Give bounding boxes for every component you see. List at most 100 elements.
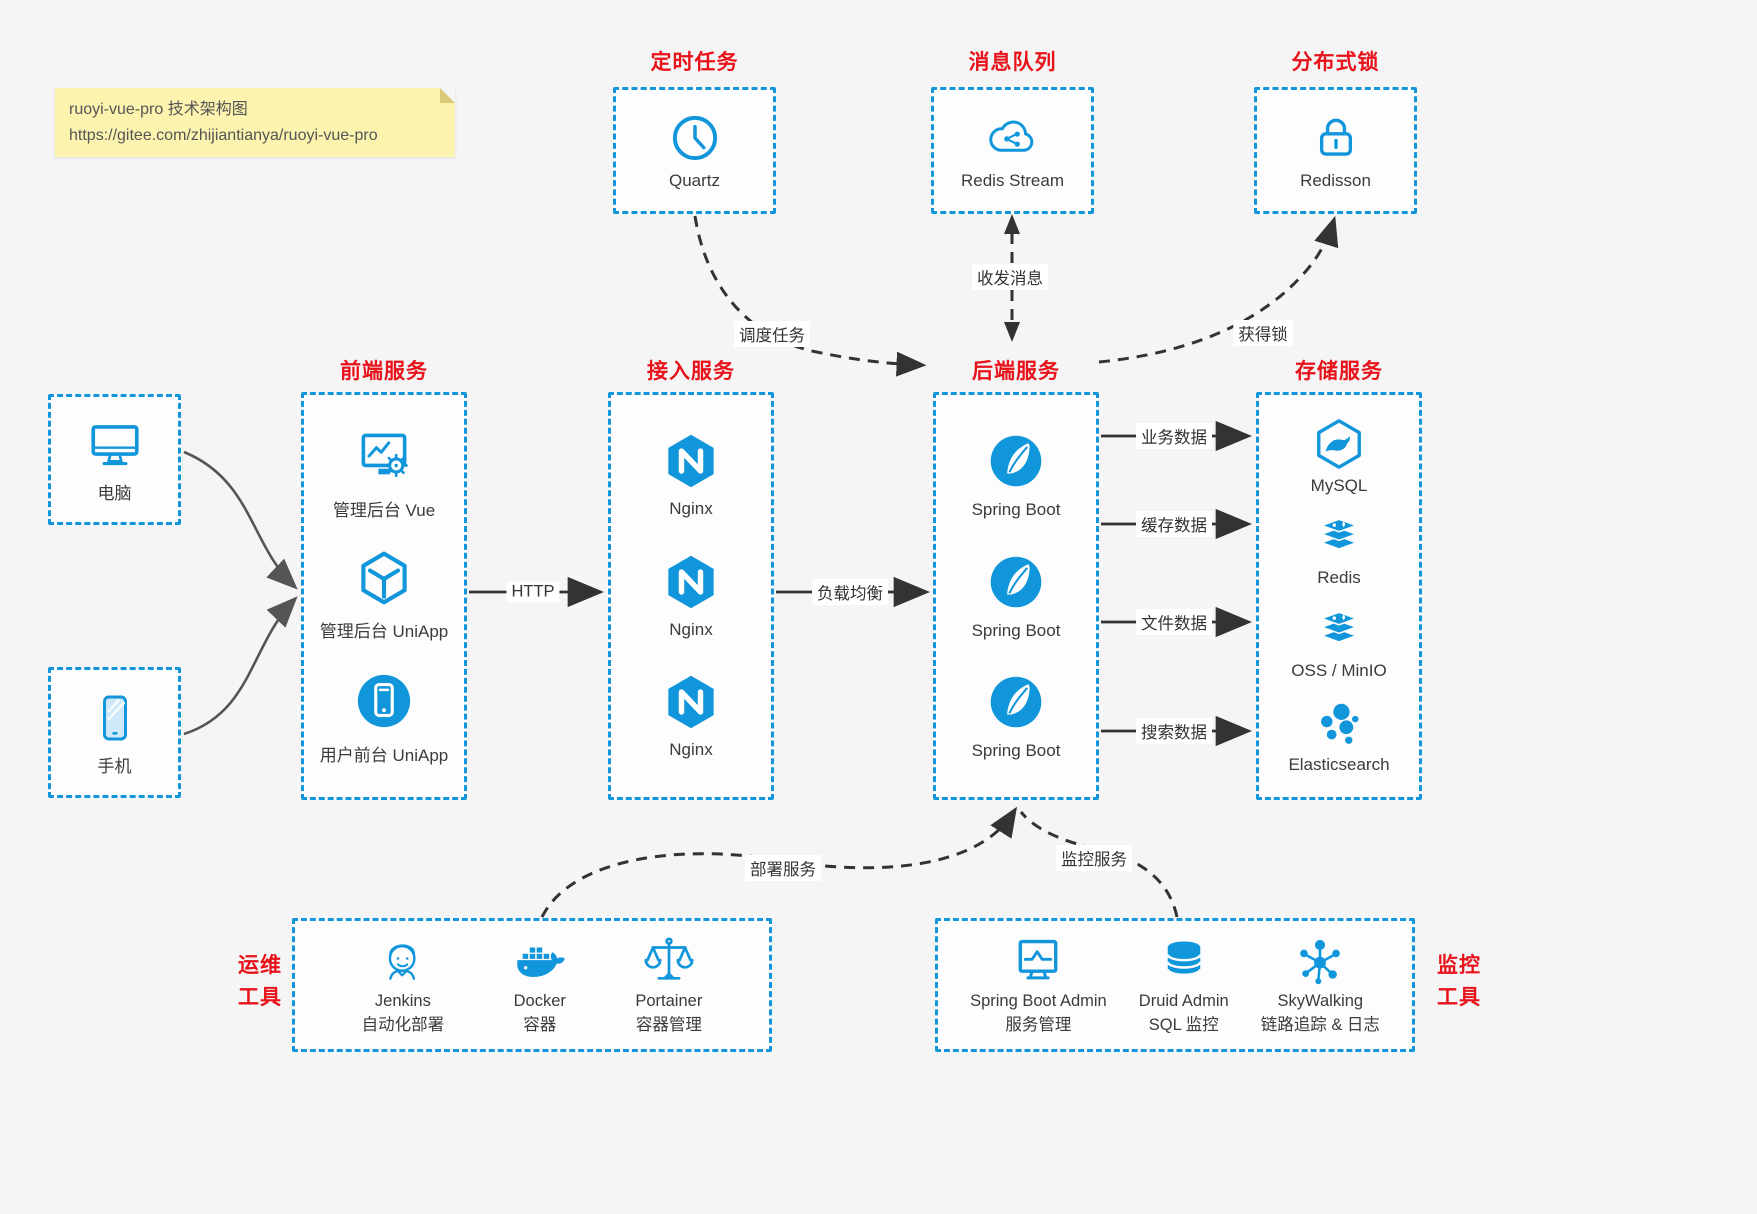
note-fold-corner — [440, 88, 455, 103]
box-pc-client: 电脑 — [48, 394, 181, 525]
edge-label-lock: 获得锁 — [1233, 320, 1293, 346]
tool-desc: 链路追踪 & 日志 — [1260, 1016, 1380, 1034]
node-label: Nginx — [669, 739, 713, 759]
edge-label-http: HTTP — [506, 581, 560, 603]
node-nginx-2: Nginx — [662, 553, 720, 640]
edge-label-load-balance: 负载均衡 — [812, 579, 888, 605]
node-druid-admin: Druid Admin SQL 监控 — [1139, 934, 1229, 1037]
label-monitoring-tools: 监控 工具 — [1437, 954, 1481, 1009]
spring-boot-icon — [990, 676, 1042, 728]
node-admin-vue: 管理后台 Vue — [333, 427, 435, 521]
note-title: ruoyi-vue-pro 技术架构图 — [69, 101, 248, 118]
cube-icon — [361, 551, 407, 605]
edge-label-schedule: 调度任务 — [734, 321, 810, 347]
title-access-services: 接入服务 — [647, 360, 735, 383]
node-pc: 电脑 — [84, 416, 146, 504]
tool-desc: SQL 监控 — [1148, 1016, 1219, 1034]
node-skywalking: SkyWalking 链路追踪 & 日志 — [1261, 934, 1380, 1037]
node-label: Elasticsearch — [1288, 755, 1390, 775]
title-scheduled-tasks: 定时任务 — [650, 51, 739, 74]
smartphone-icon — [102, 695, 127, 740]
node-label: Spring Boot — [971, 499, 1061, 519]
node-label: 电脑 — [97, 483, 132, 503]
node-label: Redis Stream — [961, 171, 1064, 190]
tool-desc: 服务管理 — [1005, 1016, 1072, 1034]
node-label: Nginx — [669, 619, 713, 639]
redis-stack-icon — [1319, 518, 1359, 550]
edge-label-file-data: 文件数据 — [1136, 609, 1212, 635]
jenkins-icon — [388, 943, 416, 980]
box-ops-tools: Jenkins 自动化部署 Docker 容 — [292, 918, 772, 1052]
tool-name: Portainer — [635, 991, 703, 1010]
node-redisson: Redisson — [1300, 110, 1371, 191]
node-label: 用户前台 UniApp — [319, 745, 449, 765]
node-quartz: Quartz — [667, 110, 723, 191]
node-elasticsearch: Elasticsearch — [1288, 698, 1390, 775]
node-label: OSS / MinIO — [1291, 660, 1387, 680]
nginx-icon — [668, 675, 714, 729]
spring-boot-icon — [990, 556, 1042, 607]
network-hub-icon — [1300, 939, 1341, 984]
node-springboot-1: Spring Boot — [971, 431, 1061, 520]
mysql-icon — [1317, 418, 1361, 469]
node-label: MySQL — [1310, 475, 1368, 495]
node-label: Quartz — [668, 171, 721, 190]
node-mysql: MySQL — [1310, 417, 1368, 496]
node-label: 管理后台 UniApp — [319, 622, 449, 641]
node-nginx-3: Nginx — [662, 673, 720, 760]
edge-label-business-data: 业务数据 — [1136, 423, 1212, 449]
tool-name: Spring Boot Admin — [970, 991, 1107, 1010]
column-access: Nginx Nginx Nginx — [608, 392, 774, 800]
tool-desc: 容器管理 — [635, 1016, 702, 1034]
node-spring-boot-admin: Spring Boot Admin 服务管理 — [970, 934, 1107, 1037]
monitor-pulse-icon — [1018, 939, 1058, 979]
edge-label-deploy: 部署服务 — [745, 855, 821, 881]
column-frontend: 管理后台 Vue 管理后台 UniApp 用户前台 UniApp — [301, 392, 467, 800]
box-monitoring-tools: Spring Boot Admin 服务管理 Druid Admin SQL 监… — [935, 918, 1415, 1052]
label-ops-tools: 运维 工具 — [238, 954, 282, 1009]
title-message-queue: 消息队列 — [968, 51, 1057, 74]
edge-label-monitor: 监控服务 — [1056, 845, 1132, 871]
sticky-note: ruoyi-vue-pro 技术架构图 https://gitee.com/zh… — [55, 88, 455, 158]
tool-name: SkyWalking — [1277, 991, 1364, 1010]
spring-boot-icon — [990, 435, 1042, 487]
node-user-uniapp: 用户前台 UniApp — [320, 670, 448, 766]
mobile-app-circle-icon — [357, 674, 411, 727]
node-portainer: Portainer 容器管理 — [635, 934, 702, 1037]
node-jenkins: Jenkins 自动化部署 — [362, 934, 444, 1037]
docker-icon — [516, 947, 565, 977]
tool-name: Jenkins — [374, 991, 431, 1010]
node-label: 手机 — [97, 756, 132, 776]
tool-desc: 容器 — [523, 1016, 557, 1034]
box-message-queue: Redis Stream — [931, 87, 1094, 214]
node-springboot-2: Spring Boot — [972, 552, 1060, 641]
box-distributed-lock: Redisson — [1254, 87, 1417, 214]
node-label: Spring Boot — [971, 741, 1061, 761]
tool-name: Docker — [513, 991, 566, 1010]
node-springboot-3: Spring Boot — [971, 672, 1061, 761]
node-docker: Docker 容器 — [511, 934, 569, 1037]
scales-icon — [644, 937, 694, 980]
admin-dashboard-icon — [361, 433, 408, 477]
note-url: https://gitee.com/zhijiantianya/ruoyi-vu… — [69, 126, 378, 144]
node-admin-uniapp: 管理后台 UniApp — [320, 548, 448, 642]
node-redis-stream: Redis Stream — [961, 110, 1064, 191]
elasticsearch-icon — [1321, 704, 1359, 745]
title-distributed-lock: 分布式锁 — [1291, 51, 1380, 74]
title-backend-services: 后端服务 — [972, 360, 1060, 383]
title-storage-services: 存储服务 — [1295, 360, 1383, 383]
node-mobile: 手机 — [87, 689, 143, 777]
node-label: Redis — [1317, 568, 1361, 588]
object-storage-stack-icon — [1319, 611, 1359, 643]
box-scheduled-tasks: Quartz — [613, 87, 776, 214]
node-label: 管理后台 Vue — [332, 500, 436, 520]
desktop-icon — [90, 424, 139, 465]
nginx-icon — [668, 555, 714, 608]
column-backend: Spring Boot Spring Boot Spring Boot — [933, 392, 1099, 800]
column-storage: MySQL Redis — [1256, 392, 1422, 800]
node-redis: Redis — [1313, 513, 1365, 588]
clock-icon — [672, 115, 717, 161]
box-mobile-client: 手机 — [48, 667, 181, 798]
cloud-stream-icon — [989, 120, 1034, 152]
